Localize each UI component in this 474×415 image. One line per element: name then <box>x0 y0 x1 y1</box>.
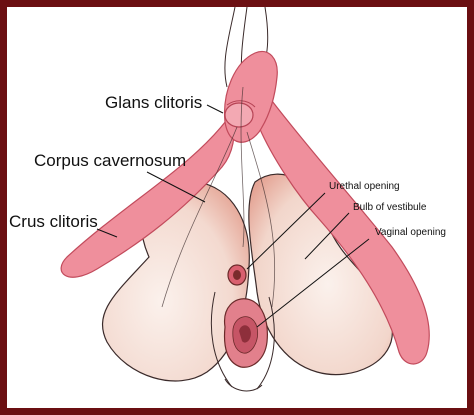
label-urethral-opening: Urethal opening <box>329 181 400 192</box>
left-crus-clitoris <box>60 115 235 278</box>
glans-clitoris <box>224 102 254 128</box>
label-bulb-of-vestibule: Bulb of vestibule <box>353 202 427 213</box>
label-glans-clitoris: Glans clitoris <box>105 93 203 112</box>
right-crus-clitoris <box>258 95 430 365</box>
leader-lines <box>96 104 370 328</box>
label-vaginal-opening: Vaginal opening <box>375 227 446 238</box>
label-crus-clitoris: Crus clitoris <box>9 212 98 231</box>
anatomy-illustration <box>60 7 430 392</box>
label-corpus-cavernosum: Corpus cavernosum <box>34 151 187 170</box>
